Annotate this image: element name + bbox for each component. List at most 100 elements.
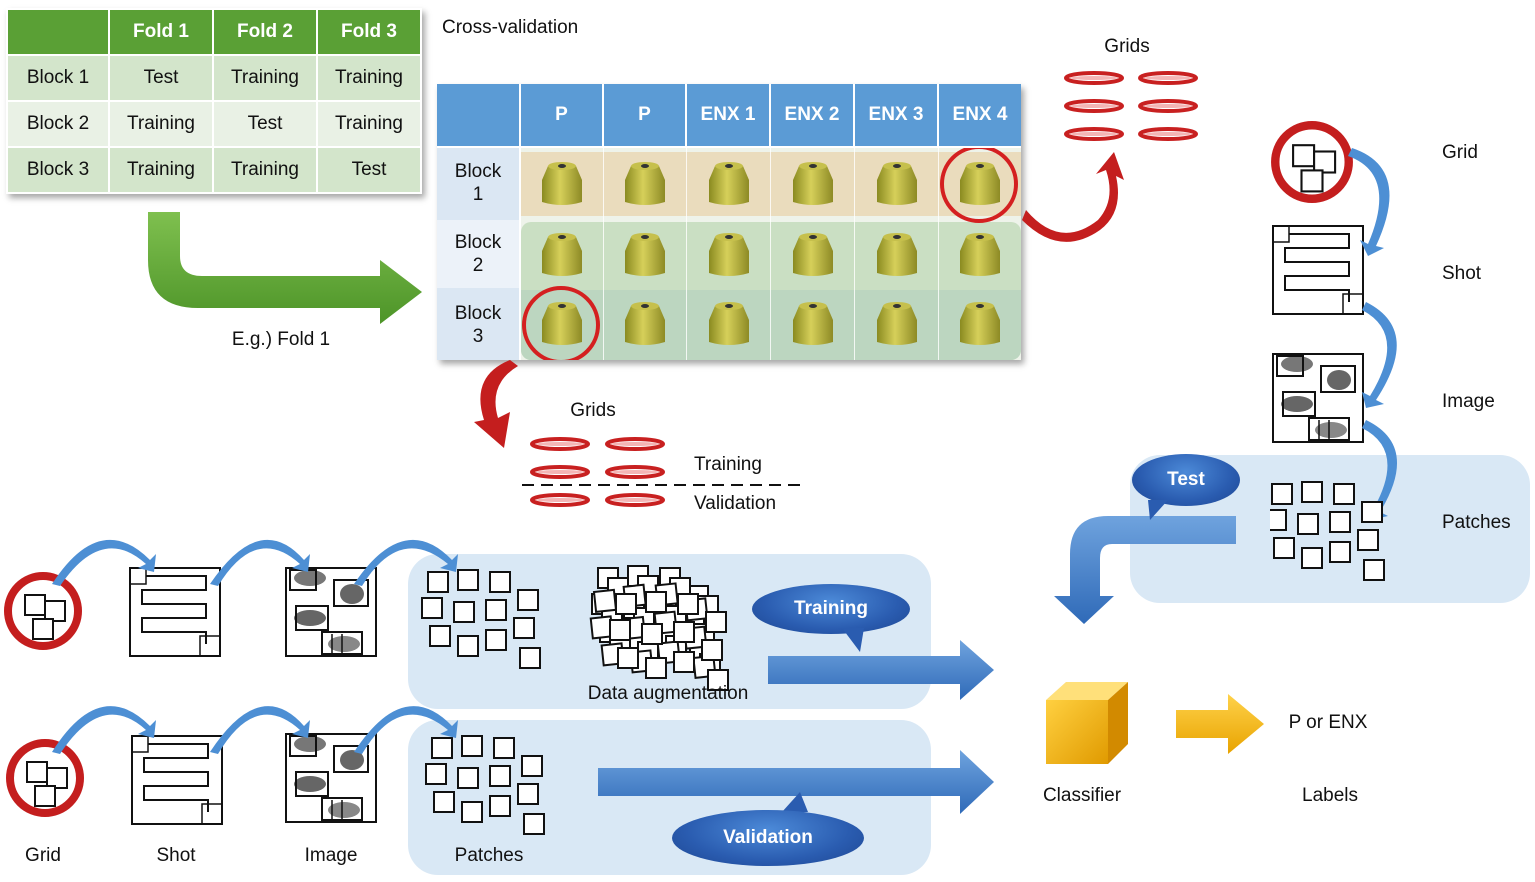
grids-top-rings — [1064, 71, 1198, 141]
green-arrow-icon — [148, 212, 422, 324]
sample-can-icon — [625, 233, 665, 276]
sample-can-icon — [542, 302, 582, 345]
fold-header-corner — [6, 8, 110, 56]
labels-label: Labels — [1302, 785, 1358, 806]
sample-can-icon — [877, 162, 917, 205]
grid-icon — [10, 743, 80, 813]
table-cell: Block 1 — [6, 54, 110, 102]
cv-header-corner — [437, 84, 519, 146]
table-cell: Block 3 — [6, 146, 110, 194]
grid-ring-icon — [1064, 71, 1124, 85]
shot-icon — [131, 735, 223, 825]
validation-arrow-icon — [598, 750, 994, 814]
grid-ring-icon — [605, 437, 665, 451]
bottom-shot-label: Shot — [156, 845, 196, 866]
sample-can-icon — [877, 302, 917, 345]
cv-header-enx4: ENX 4 — [939, 84, 1021, 146]
grid-ring-icon — [530, 493, 590, 507]
grid-ring-icon — [530, 465, 590, 479]
grids-mid-label: Grids — [570, 400, 616, 421]
right-grid-label: Grid — [1442, 142, 1478, 163]
grids-mid-rings — [522, 437, 800, 507]
training-arrow-icon — [768, 640, 994, 700]
table-cell: Test — [316, 146, 422, 194]
output-label: P or ENX — [1288, 712, 1368, 733]
table-cell: Training — [108, 100, 214, 148]
table-cell: Test — [108, 54, 214, 102]
sample-can-icon — [625, 302, 665, 345]
grid-icon — [8, 576, 78, 646]
fold-arrow-label: E.g.) Fold 1 — [231, 329, 331, 350]
sample-cans — [522, 148, 1018, 360]
grid-ring-icon — [1138, 71, 1198, 85]
augmented-patches-icon — [586, 565, 729, 691]
cv-header-p1: P — [521, 84, 602, 146]
sample-can-icon — [793, 302, 833, 345]
validation-bubble: Validation — [672, 810, 864, 866]
red-curve-arrow-icon — [1022, 152, 1124, 242]
validation-split-label: Validation — [694, 493, 777, 514]
patches-icon — [425, 735, 545, 835]
right-patches-label: Patches — [1442, 512, 1511, 533]
cv-header-enx3: ENX 3 — [855, 84, 937, 146]
classifier-cube-icon — [1046, 682, 1128, 764]
bottom-pipeline-icons — [0, 539, 994, 835]
table-cell: Test — [212, 100, 318, 148]
sample-can-icon — [542, 162, 582, 205]
cv-header-enx2: ENX 2 — [771, 84, 853, 146]
cv-header-enx1: ENX 1 — [687, 84, 769, 146]
grid-ring-icon — [530, 437, 590, 451]
image-icon — [1272, 353, 1364, 443]
test-band — [521, 152, 1021, 216]
sample-can-icon — [709, 162, 749, 205]
shot-icon — [1272, 225, 1364, 315]
sample-can-icon — [542, 233, 582, 276]
table-cell: Training — [212, 146, 318, 194]
classifier-label: Classifier — [1042, 785, 1122, 806]
data-augmentation-label: Data augmentation — [587, 683, 749, 704]
table-cell: Block 2 — [6, 100, 110, 148]
cross-validation-title: Cross-validation — [442, 17, 579, 38]
sample-can-icon — [793, 162, 833, 205]
grid-ring-icon — [1138, 99, 1198, 113]
right-image-label: Image — [1442, 391, 1495, 412]
highlight-circle-icon — [940, 148, 1018, 223]
grids-top-label: Grids — [1104, 36, 1150, 57]
fold-table: Fold 1 Fold 2 Fold 3 Block 1 Test Traini… — [6, 8, 422, 194]
training-bubble: Training — [752, 584, 910, 634]
sample-can-icon — [793, 233, 833, 276]
test-pipeline-icons — [1270, 116, 1398, 581]
sample-can-icon — [960, 302, 1000, 345]
grid-ring-icon — [1064, 127, 1124, 141]
sample-can-icon — [625, 162, 665, 205]
table-row: Block 1 Test Training Training — [6, 54, 422, 102]
grid-ring-icon — [1064, 99, 1124, 113]
highlight-circle-icon — [522, 286, 600, 360]
output-arrow-icon — [1176, 694, 1264, 754]
cv-header-p2: P — [604, 84, 685, 146]
table-row: Block 3 Training Training Test — [6, 146, 422, 194]
right-shot-label: Shot — [1442, 263, 1482, 284]
table-cell: Training — [316, 100, 422, 148]
sample-can-icon — [709, 233, 749, 276]
bottom-patches-label: Patches — [454, 845, 524, 866]
patches-icon — [421, 569, 541, 669]
bottom-image-label: Image — [304, 845, 358, 866]
grid-icon — [1275, 125, 1349, 199]
patches-icon — [1270, 481, 1385, 581]
sample-can-icon — [709, 302, 749, 345]
grid-ring-icon — [605, 465, 665, 479]
bottom-grid-label: Grid — [25, 845, 61, 866]
sample-can-icon — [960, 233, 1000, 276]
red-curve-arrow-icon — [474, 360, 518, 448]
table-cell: Training — [108, 146, 214, 194]
fold-header-2: Fold 2 — [212, 8, 318, 56]
table-cell: Training — [212, 54, 318, 102]
grid-ring-icon — [605, 493, 665, 507]
table-cell: Training — [316, 54, 422, 102]
test-bubble: Test — [1132, 454, 1240, 506]
test-arrow-icon — [1054, 516, 1236, 624]
